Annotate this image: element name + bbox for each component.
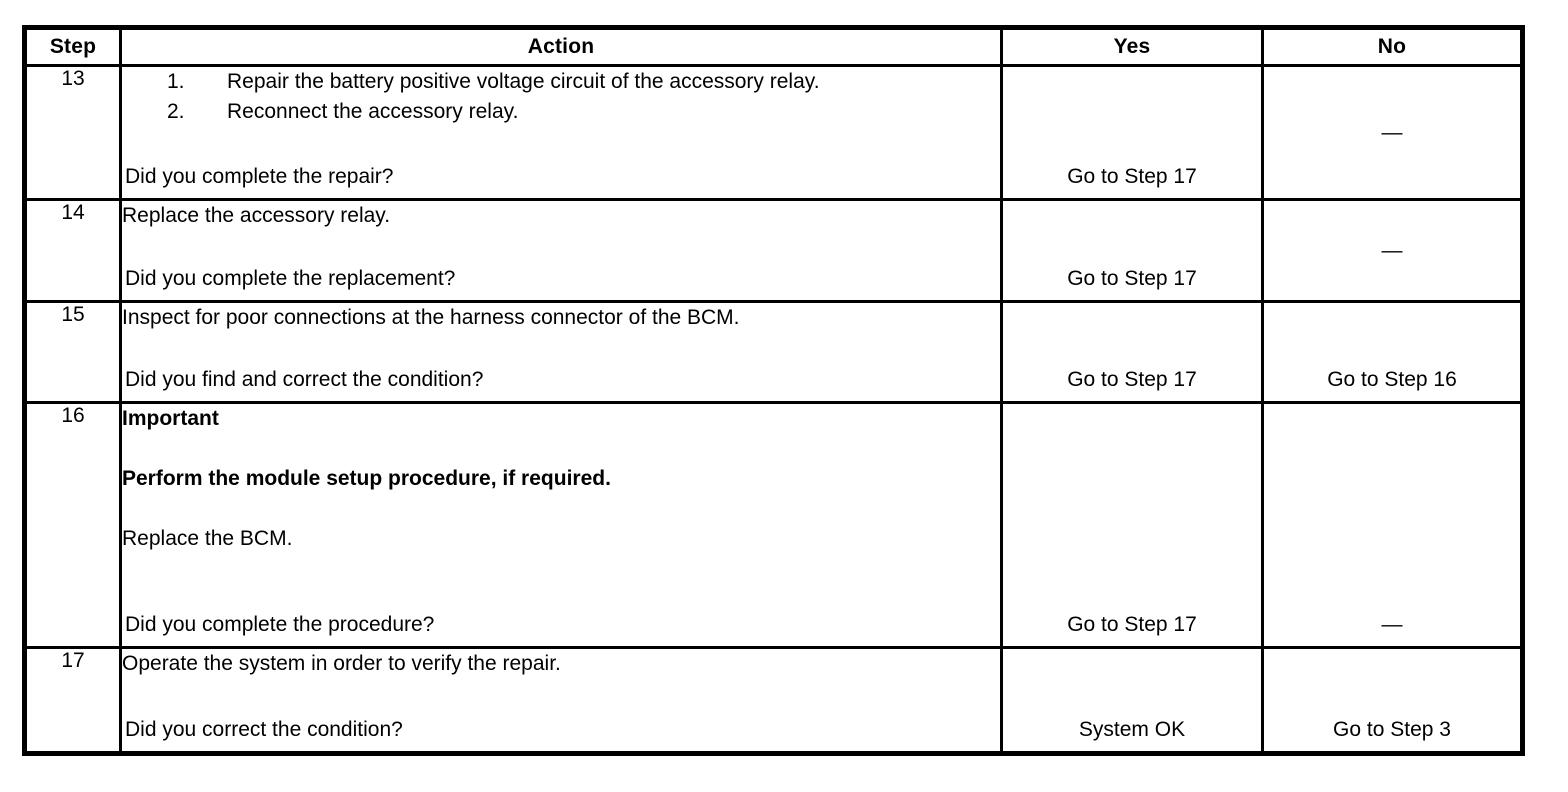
action-important-heading: Important (122, 407, 219, 430)
action-spacer (122, 494, 1000, 524)
table-row: 16 Important Perform the module setup pr… (23, 401, 1524, 649)
step-number-cell: 17 (23, 646, 122, 755)
action-question: Did you complete the repair? (125, 165, 394, 188)
no-value: Go to Step 3 (1333, 718, 1451, 741)
no-cell: Go to Step 16 (1261, 300, 1524, 404)
yes-cell: Go to Step 17 (1000, 64, 1264, 201)
no-cell: — (1261, 64, 1524, 201)
list-item-number: 1. (167, 70, 185, 93)
table-header: Step Action Yes No (23, 26, 1524, 67)
no-value: — (1381, 613, 1403, 636)
diagnostic-table-container: Step Action Yes No 13 1. Repair the batt… (22, 25, 1525, 756)
action-spacer (122, 434, 1000, 464)
action-cell: 1. Repair the battery positive voltage c… (119, 64, 1003, 201)
list-item: 2. Reconnect the accessory relay. (122, 97, 1000, 127)
step-number-cell: 16 (23, 401, 122, 649)
step-number-cell: 14 (23, 198, 122, 303)
table-row: 15 Inspect for poor connections at the h… (23, 300, 1524, 404)
yes-value: System OK (1078, 718, 1186, 741)
action-question: Did you complete the procedure? (125, 613, 435, 636)
action-text-line: Replace the BCM. (122, 527, 293, 550)
step-number-cell: 13 (23, 64, 122, 201)
action-numbered-list: 1. Repair the battery positive voltage c… (122, 67, 1000, 127)
action-important-text: Perform the module setup procedure, if r… (122, 467, 611, 490)
list-item: 1. Repair the battery positive voltage c… (122, 67, 1000, 97)
column-header-yes: Yes (1000, 26, 1264, 67)
yes-value: Go to Step 17 (1067, 267, 1197, 290)
header-row: Step Action Yes No (23, 26, 1524, 67)
yes-cell: Go to Step 17 (1000, 198, 1264, 303)
action-question: Did you correct the condition? (125, 718, 403, 741)
action-text-line: Inspect for poor connections at the harn… (122, 306, 740, 329)
yes-value: Go to Step 17 (1067, 165, 1197, 188)
table-row: 17 Operate the system in order to verify… (23, 646, 1524, 755)
list-item-text: Reconnect the accessory relay. (227, 100, 519, 123)
yes-value: Go to Step 17 (1067, 613, 1197, 636)
table-row: 14 Replace the accessory relay. Did you … (23, 198, 1524, 303)
action-question: Did you complete the replacement? (125, 267, 456, 290)
no-value: Go to Step 16 (1327, 368, 1457, 391)
action-cell: Important Perform the module setup proce… (119, 401, 1003, 649)
action-cell: Inspect for poor connections at the harn… (119, 300, 1003, 404)
table-body: 13 1. Repair the battery positive voltag… (23, 64, 1524, 755)
column-header-step: Step (23, 26, 122, 67)
table-row: 13 1. Repair the battery positive voltag… (23, 64, 1524, 201)
list-item-number: 2. (167, 100, 185, 123)
yes-value: Go to Step 17 (1067, 368, 1197, 391)
list-item-text: Repair the battery positive voltage circ… (227, 70, 820, 93)
action-cell: Replace the accessory relay. Did you com… (119, 198, 1003, 303)
step-number-cell: 15 (23, 300, 122, 404)
no-value: — (1381, 238, 1403, 262)
column-header-action: Action (119, 26, 1003, 67)
action-text-line: Replace the accessory relay. (122, 204, 391, 227)
no-cell: — (1261, 198, 1524, 303)
no-value: — (1381, 120, 1403, 144)
yes-cell: System OK (1000, 646, 1264, 755)
no-cell: Go to Step 3 (1261, 646, 1524, 755)
column-header-no: No (1261, 26, 1524, 67)
yes-cell: Go to Step 17 (1000, 401, 1264, 649)
action-text-line: Operate the system in order to verify th… (122, 652, 561, 675)
action-question: Did you find and correct the condition? (125, 368, 484, 391)
yes-cell: Go to Step 17 (1000, 300, 1264, 404)
action-cell: Operate the system in order to verify th… (119, 646, 1003, 755)
diagnostic-step-table: Step Action Yes No 13 1. Repair the batt… (22, 25, 1525, 756)
no-cell: — (1261, 401, 1524, 649)
